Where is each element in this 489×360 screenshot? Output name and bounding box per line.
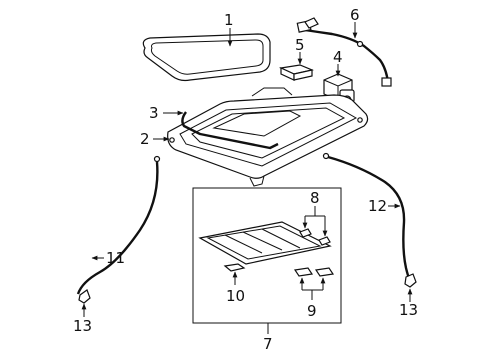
sunshade-guides [299, 228, 331, 246]
callout-6: 6 [350, 6, 360, 24]
callout-13a: 13 [73, 317, 92, 335]
callout-13b: 13 [399, 301, 418, 319]
callout-4: 4 [333, 48, 343, 66]
right-drain-hose [322, 152, 412, 283]
callout-1: 1 [224, 11, 234, 29]
kit-box [192, 187, 342, 324]
left-hose-clip [78, 289, 91, 304]
sunshade-handle [223, 263, 246, 272]
callout-2: 2 [140, 130, 150, 148]
left-drain-hose [76, 155, 161, 295]
right-hose-clip [404, 273, 417, 288]
callout-10: 10 [226, 287, 245, 305]
callout-3: 3 [149, 104, 159, 122]
wind-deflector [181, 111, 279, 150]
sunshade-pads [293, 267, 335, 277]
callout-7: 7 [263, 335, 273, 353]
callout-9: 9 [307, 302, 317, 320]
sunroof-frame [167, 87, 369, 187]
callout-8: 8 [310, 189, 320, 207]
callout-11: 11 [106, 249, 125, 267]
callout-5: 5 [295, 36, 305, 54]
control-switch [278, 64, 314, 81]
wiring-harness [296, 17, 392, 87]
callout-12: 12 [368, 197, 387, 215]
sunroof-glass-panel [142, 33, 271, 82]
sunshade-assembly [198, 221, 332, 265]
